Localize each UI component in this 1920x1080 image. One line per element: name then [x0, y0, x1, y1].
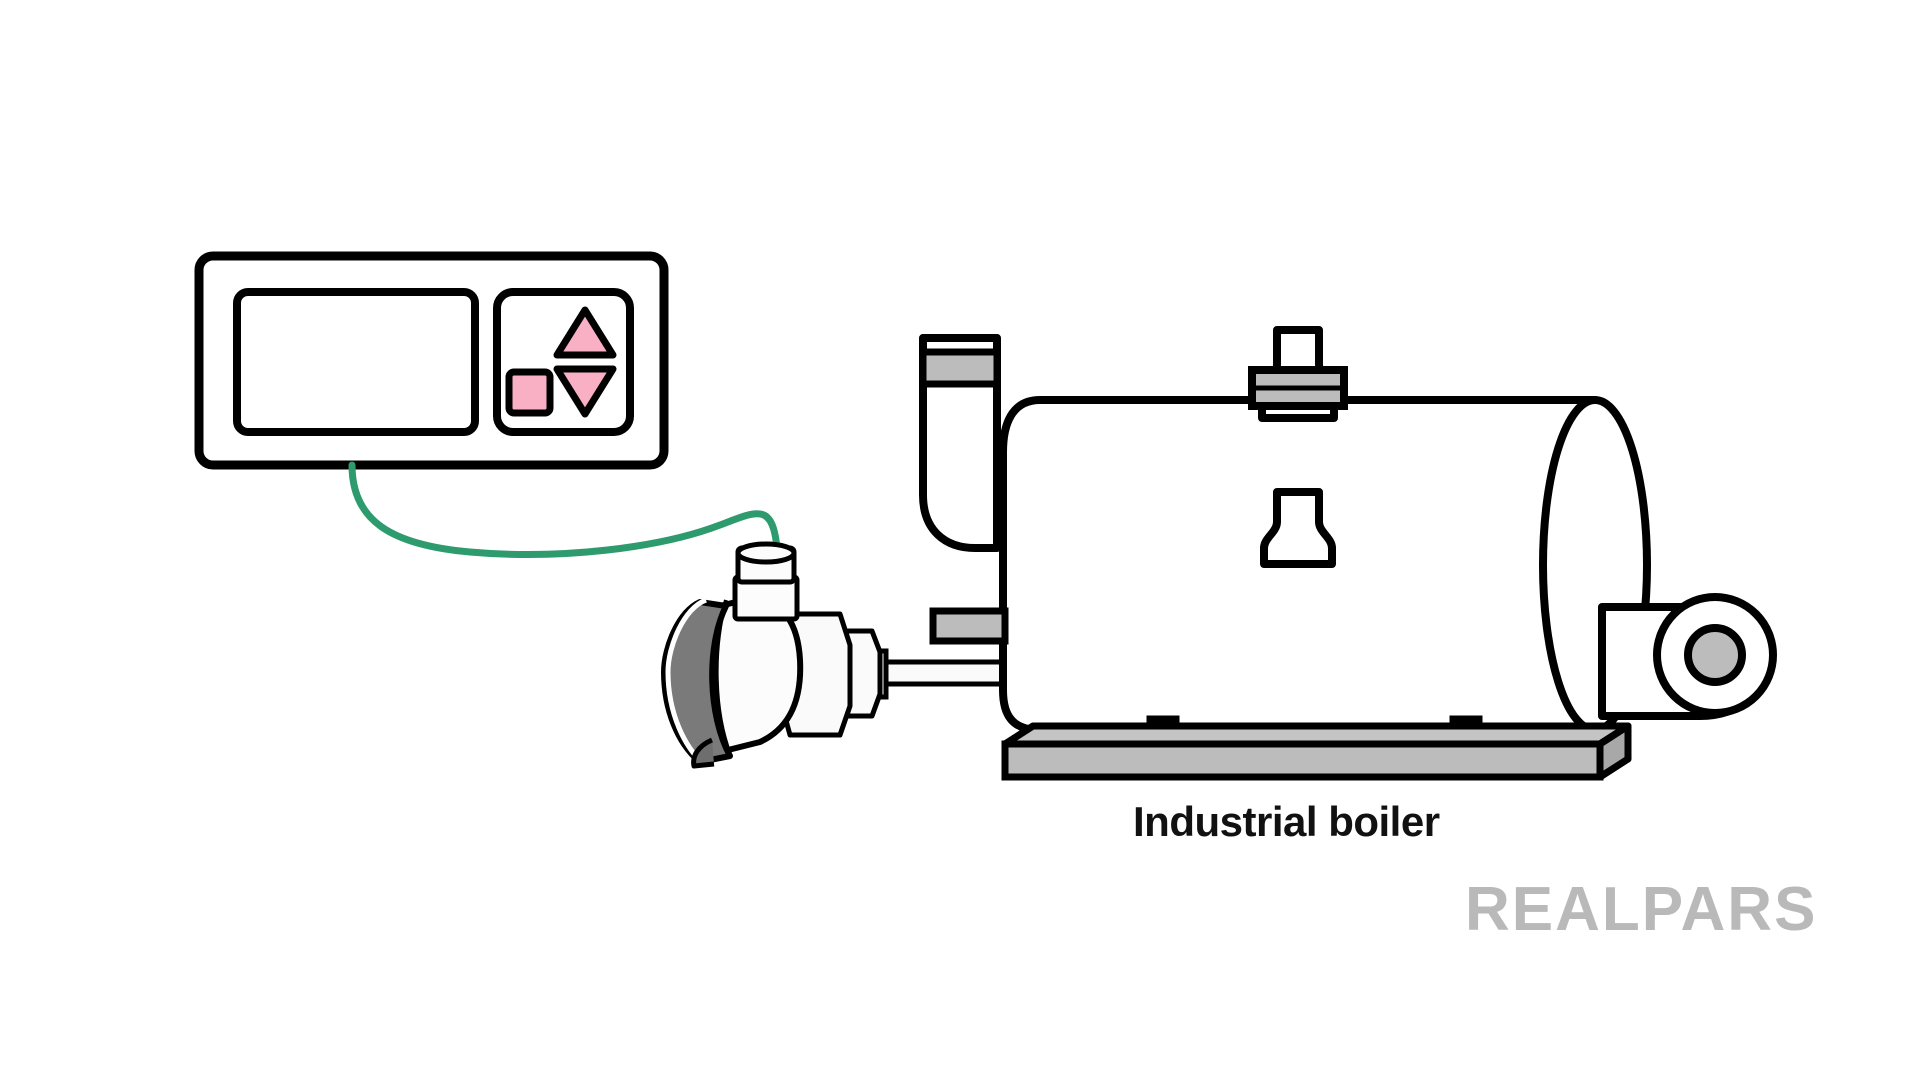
indicator-face-tab: [691, 737, 715, 769]
blower-hub: [1684, 624, 1746, 686]
side-nozzle-lower: [929, 607, 1009, 645]
indicator-face-highlight: [665, 597, 708, 768]
skid-front-face: [1001, 740, 1604, 781]
impulse-line: [882, 659, 1008, 687]
stack-flange: [919, 348, 1001, 388]
realpars-watermark: REALPARS: [1465, 875, 1817, 944]
controller-display[interactable]: [233, 288, 479, 436]
base-skid: [1001, 715, 1632, 781]
stack-duct: [919, 334, 1001, 552]
indicator-face[interactable]: [661, 597, 733, 769]
indicator-face-plate[interactable]: [661, 599, 733, 765]
burner-blower[interactable]: [1598, 593, 1777, 720]
skid-side-face: [1596, 722, 1632, 781]
page-title: Industrial boiler: [1133, 798, 1440, 845]
controller-panel[interactable]: [194, 251, 669, 470]
cable-path: [348, 461, 782, 566]
impulse-line-pipe: [882, 659, 1008, 687]
triangle-up-icon[interactable]: [553, 306, 617, 359]
exhaust-stack: [919, 334, 1001, 552]
valve-body-lower: [1260, 488, 1336, 568]
terminal-cap: [735, 541, 797, 565]
pressure-transmitter[interactable]: [661, 541, 1008, 769]
square-icon[interactable]: [505, 368, 554, 417]
industrial-boiler[interactable]: [919, 326, 1777, 781]
triangle-down-icon[interactable]: [553, 365, 617, 418]
top-safety-valve[interactable]: [1248, 326, 1348, 568]
signal-cable: [348, 461, 782, 566]
